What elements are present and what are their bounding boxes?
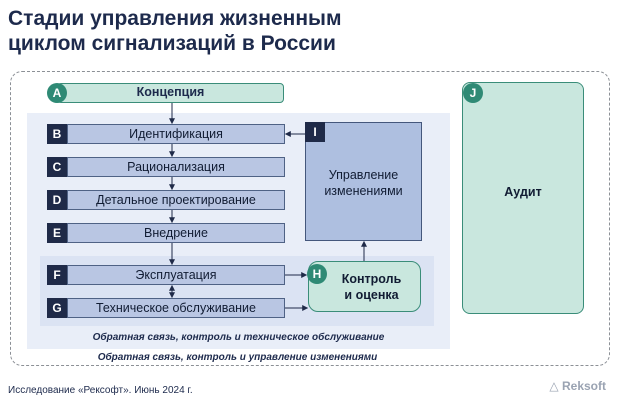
stage-change-management: Управление изменениями	[305, 122, 422, 241]
badge-b: B	[47, 124, 67, 144]
badge-d: D	[47, 190, 67, 210]
badge-f: F	[47, 265, 67, 285]
stage-concept: Концепция	[57, 83, 284, 103]
stage-audit: Аудит	[462, 82, 584, 314]
caption-inner: Обратная связь, контроль и техническое о…	[92, 332, 385, 343]
stage-concept-label: Концепция	[136, 85, 205, 99]
badge-c: C	[47, 157, 67, 177]
stage-detailed-design: Детальное проектирование	[67, 190, 285, 210]
badge-e: E	[47, 223, 67, 243]
title-line-2: циклом сигнализаций в России	[8, 32, 336, 55]
caption-outer: Обратная связь, контроль и управление из…	[97, 352, 378, 363]
monitoring-line-1: Контроль	[341, 272, 402, 286]
stage-rationalization: Рационализация	[67, 157, 285, 177]
audit-label: Аудит	[504, 185, 542, 199]
title-line-1: Стадии управления жизненным	[8, 7, 342, 30]
badge-i: I	[305, 122, 325, 142]
badge-h: H	[307, 264, 327, 284]
logo-text: Reksoft	[561, 379, 606, 393]
stage-identification: Идентификация	[67, 124, 285, 144]
badge-g: G	[47, 298, 67, 318]
badge-a: A	[47, 83, 67, 103]
monitoring-line-2: и оценка	[344, 288, 399, 302]
logo: △ Reksoft	[549, 379, 606, 393]
change-management-line-2: изменениями	[324, 184, 403, 198]
stage-operation: Эксплуатация	[67, 265, 285, 285]
page-title: Стадии управления жизненным циклом сигна…	[8, 6, 341, 56]
badge-j: J	[463, 83, 483, 103]
stage-monitoring-assessment: Контроль и оценка	[308, 261, 421, 312]
stage-maintenance: Техническое обслуживание	[67, 298, 285, 318]
stage-implementation: Внедрение	[67, 223, 285, 243]
outer-dashed-frame	[10, 71, 610, 366]
source-note: Исследование «Рексофт». Июнь 2024 г.	[8, 385, 193, 396]
change-management-line-1: Управление	[328, 168, 399, 182]
logo-mark-icon: △	[549, 379, 559, 393]
